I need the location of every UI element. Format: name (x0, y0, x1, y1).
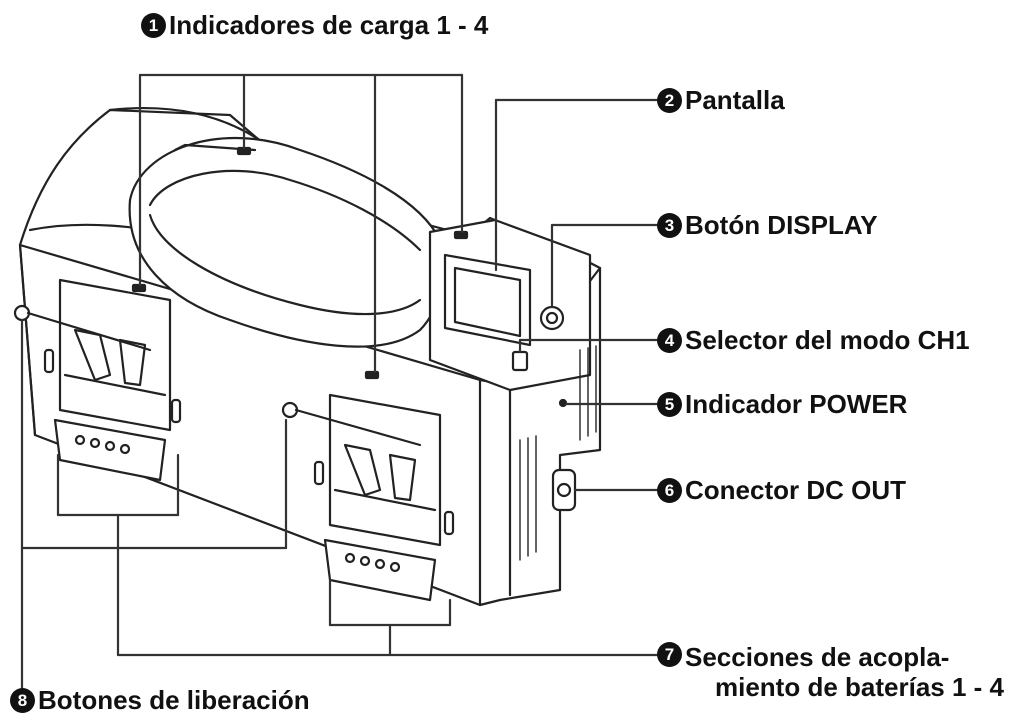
callout-label: Pantalla (685, 85, 785, 115)
callout-display-button: 3 Botón DISPLAY (657, 212, 878, 238)
callout-power-indicator: 5 Indicador POWER (657, 391, 907, 417)
callout-release-buttons: 8 Botones de liberación (10, 687, 310, 713)
battery-mount-left (43, 278, 182, 482)
callout-number: 3 (657, 212, 682, 238)
callout-battery-sections: 7 Secciones de acopla- miento de batería… (657, 642, 1004, 702)
release-buttons (13, 304, 422, 447)
callout-display: 2 Pantalla (657, 87, 785, 113)
callout-label: Selector del modo CH1 (685, 325, 970, 355)
display-panel (428, 218, 592, 392)
callout-label: Indicadores de carga 1 - 4 (169, 10, 489, 40)
callout-number: 5 (657, 391, 682, 417)
callout-label: Indicador POWER (685, 389, 908, 419)
callout-number: 6 (657, 477, 682, 503)
callout-label-block: Secciones de acopla- miento de baterías … (685, 642, 1004, 702)
leader-lines (20, 73, 659, 692)
callout-ch1-mode-selector: 4 Selector del modo CH1 (657, 327, 970, 353)
callout-number: 8 (10, 687, 35, 713)
callout-label-line-2: miento de baterías 1 - 4 (715, 672, 1004, 703)
callout-label-line-1: Secciones de acopla- (685, 642, 950, 672)
power-indicator (558, 398, 568, 408)
carry-handle (128, 136, 446, 348)
battery-mount-right (313, 393, 455, 602)
dc-out-connector (551, 468, 577, 512)
side-vents (519, 345, 597, 561)
callout-dc-out-connector: 6 Conector DC OUT (657, 477, 906, 503)
callout-charge-indicators: 1 Indicadores de carga 1 - 4 (141, 12, 488, 38)
callout-label: Conector DC OUT (685, 475, 906, 505)
callout-number: 2 (657, 87, 682, 113)
callout-label: Botones de liberación (38, 685, 310, 715)
callout-number: 7 (657, 642, 682, 667)
callout-number: 4 (657, 327, 682, 353)
callout-label: Botón DISPLAY (685, 210, 878, 240)
callout-number: 1 (141, 12, 166, 38)
